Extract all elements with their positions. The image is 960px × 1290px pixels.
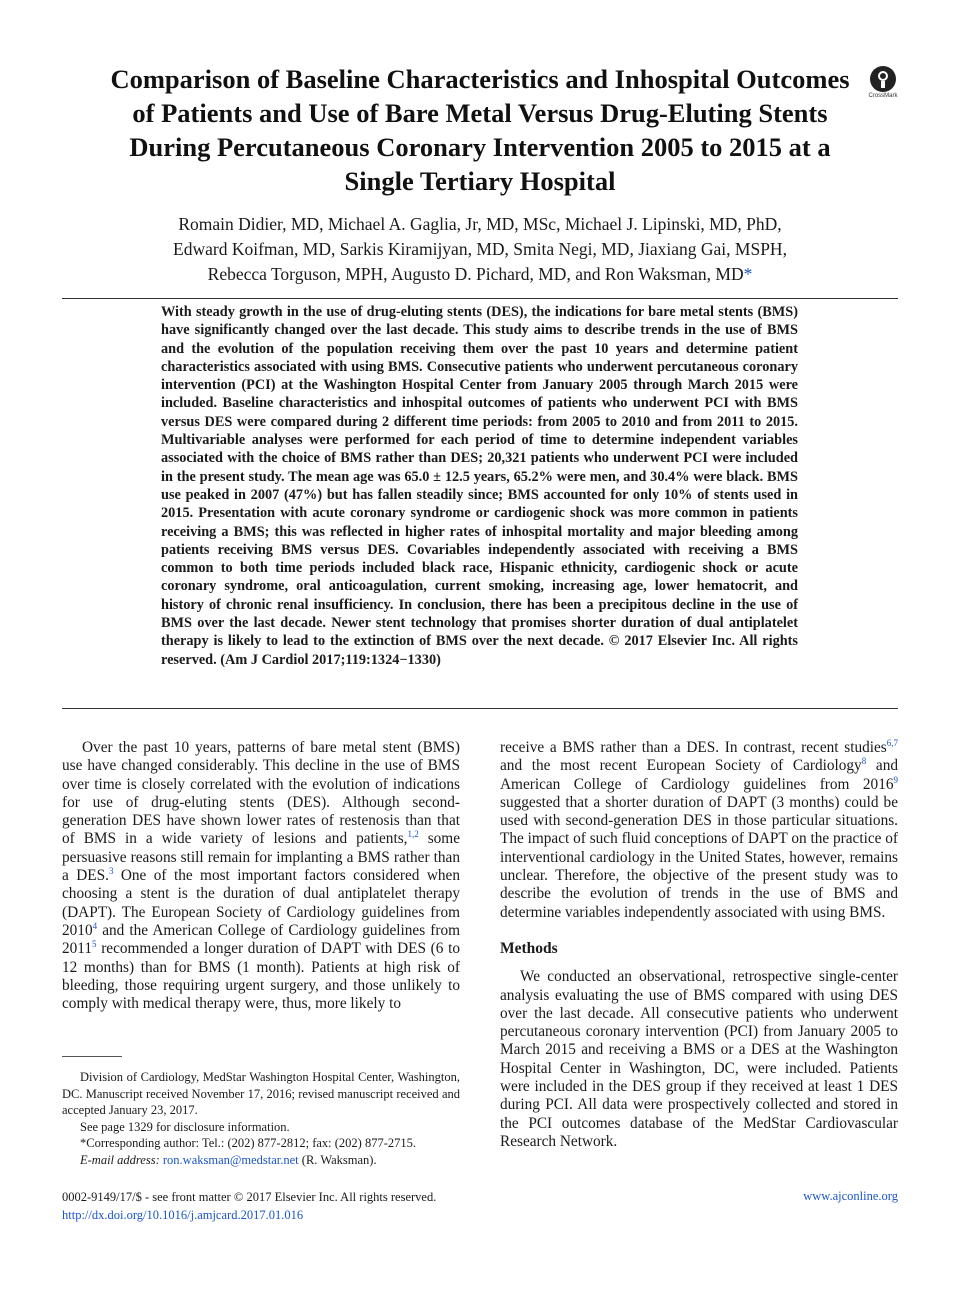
- author-line-3: Rebecca Torguson, MPH, Augusto D. Pichar…: [207, 264, 744, 284]
- crossmark-badge[interactable]: CrossMark: [866, 66, 900, 99]
- author-line-2: Edward Koifman, MD, Sarkis Kiramijyan, M…: [173, 239, 787, 259]
- email-note: E-mail address: ron.waksman@medstar.net …: [80, 1152, 377, 1167]
- author-list: Romain Didier, MD, Michael A. Gaglia, Jr…: [100, 212, 860, 287]
- citation-4[interactable]: 4: [92, 920, 98, 931]
- methods-paragraph: We conducted an observational, retrospec…: [500, 968, 898, 1150]
- abstract-bottom-rule: [62, 708, 898, 709]
- crossmark-icon: [870, 66, 896, 92]
- body-right-column: receive a BMS rather than a DES. In cont…: [500, 737, 899, 1151]
- article-title-block: Comparison of Baseline Characteristics a…: [100, 62, 860, 198]
- email-link[interactable]: ron.waksman@medstar.net: [162, 1152, 299, 1167]
- citation-9[interactable]: 9: [893, 774, 899, 785]
- crossmark-label: CrossMark: [868, 93, 898, 99]
- body-left-column: Over the past 10 years, patterns of bare…: [62, 739, 460, 1013]
- journal-website-link[interactable]: www.ajconline.org: [803, 1189, 898, 1203]
- intro-paragraph: Over the past 10 years, patterns of bare…: [62, 739, 460, 1013]
- corresponding-author-link[interactable]: *: [743, 264, 753, 284]
- citation-3[interactable]: 3: [108, 865, 114, 876]
- affiliation-note: Division of Cardiology, MedStar Washingt…: [62, 1070, 460, 1118]
- article-title: Comparison of Baseline Characteristics a…: [110, 64, 850, 196]
- citation-8[interactable]: 8: [861, 756, 867, 767]
- issn-line: 0002-9149/17/$ - see front matter © 2017…: [62, 1190, 437, 1204]
- abstract-text: With steady growth in the use of drug-el…: [161, 304, 798, 668]
- citation-6-7[interactable]: 6,7: [886, 737, 898, 748]
- intro-continuation: receive a BMS rather than a DES. In cont…: [500, 737, 899, 921]
- abstract-top-rule: [62, 298, 898, 299]
- footnotes: Division of Cardiology, MedStar Washingt…: [62, 1069, 460, 1169]
- footnote-rule: [62, 1056, 122, 1057]
- footer-left: 0002-9149/17/$ - see front matter © 2017…: [62, 1189, 436, 1224]
- citation-1-2[interactable]: 1,2: [407, 829, 419, 840]
- disclosure-note: See page 1329 for disclosure information…: [80, 1119, 290, 1134]
- doi-link[interactable]: http://dx.doi.org/10.1016/j.amjcard.2017…: [62, 1207, 304, 1222]
- corresponding-note: *Corresponding author: Tel.: (202) 877-2…: [80, 1136, 416, 1151]
- methods-heading: Methods: [500, 939, 558, 957]
- footer-right: www.ajconline.org: [803, 1189, 898, 1204]
- citation-5[interactable]: 5: [92, 939, 97, 950]
- author-line-1: Romain Didier, MD, Michael A. Gaglia, Jr…: [178, 214, 782, 234]
